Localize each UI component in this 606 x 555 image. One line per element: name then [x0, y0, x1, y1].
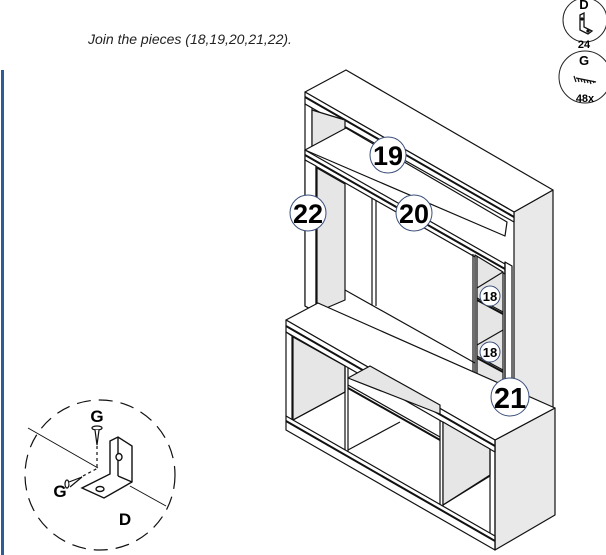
part-label-18a: 18 — [483, 289, 497, 304]
part-label-22: 22 — [293, 199, 323, 229]
label-18b-ring — [479, 341, 501, 363]
hardware-legend: D 24 G 48x — [558, 0, 606, 105]
label-18a-ring — [479, 285, 501, 307]
screw-icon — [573, 75, 597, 85]
legend-D-letter: D — [579, 0, 588, 12]
part-label-19: 19 — [373, 141, 403, 171]
label-19-ring — [369, 136, 407, 174]
detail-screw-side-label: G — [53, 482, 66, 501]
middle-shelf-20 — [304, 127, 508, 237]
screw-side-icon — [64, 467, 99, 489]
corner-bracket-icon — [579, 11, 594, 35]
legend-D-qty: 24 — [578, 39, 591, 51]
label-21-ring — [490, 377, 530, 417]
detail-screw-top-label: G — [90, 407, 103, 426]
legend-G-ring — [558, 50, 606, 104]
legend-G-qty: 48x — [576, 93, 595, 105]
legend-G-letter: G — [579, 53, 589, 68]
part-label-20: 20 — [399, 199, 429, 229]
part-label-18b: 18 — [483, 345, 497, 360]
detail-callout: G G D — [24, 399, 176, 551]
detail-bracket-label: D — [119, 510, 131, 529]
label-20-ring — [395, 194, 433, 232]
screw-top-icon — [91, 425, 103, 470]
label-22-ring — [289, 194, 327, 232]
part-label-21: 21 — [494, 383, 526, 415]
left-accent-bar — [1, 70, 4, 555]
instruction-text: Join the pieces (18,19,20,21,22). — [88, 31, 292, 47]
corner-bracket-detail-icon — [80, 436, 133, 499]
